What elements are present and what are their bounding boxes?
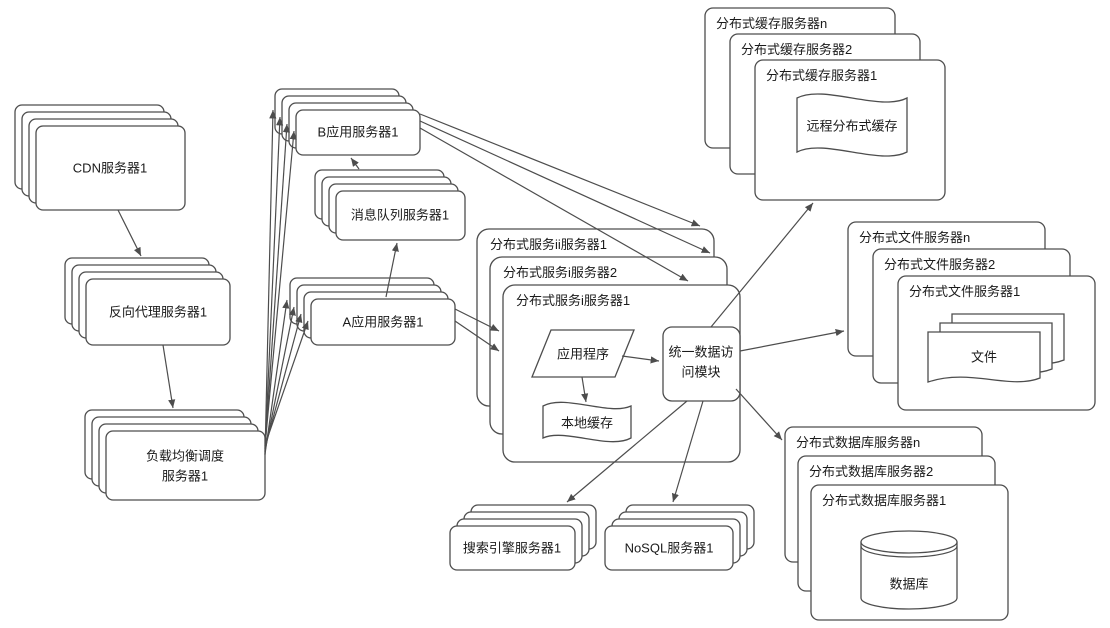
arrow-app-a-to-service [454,308,500,332]
message-queue-front-box [335,190,466,241]
cache-front-title: 分布式缓存服务器1 [766,68,877,83]
arrow-cdn-to-reverse-proxy [117,209,142,257]
arrow-app-b-to-service [419,113,701,227]
application-parallelogram [531,329,635,378]
database-cylinder-icon [860,542,958,610]
database-label: 数据库 [889,577,928,592]
local-cache-label: 本地缓存 [561,416,613,431]
reverse-proxy-stack: 反向代理服务器1 [64,257,231,346]
arrow-lb-to-app-b [264,130,297,447]
arrow-layer [117,109,845,503]
data-access-label-line2: 问模块 [681,365,720,380]
nosql-front-box [604,525,734,571]
cache-back2-title: 分布式缓存服务器n [716,16,827,31]
db-front-title: 分布式数据库服务器1 [822,493,946,508]
message-queue-label: 消息队列服务器1 [351,208,449,223]
cdn-front-box [35,125,186,211]
load-balancer-stack: 负载均衡调度 服务器1 [84,409,266,501]
app-server-b-stack: B应用服务器1 [274,88,421,156]
local-cache-shape [542,401,632,443]
arrow-lb-to-app-a [264,320,309,446]
db-back1-title: 分布式数据库服务器2 [809,464,933,479]
message-queue-stack: 消息队列服务器1 [314,169,466,241]
arrow-app-b-to-service [419,120,711,254]
database-cylinder-top [860,530,958,554]
arrow-data-access-to-file [739,329,845,352]
arrow-data-access-to-search [566,400,688,503]
app-server-b-label: B应用服务器1 [318,125,399,140]
distributed-cache-stack: 分布式缓存服务器n 分布式缓存服务器2 分布式缓存服务器1 远程分布式缓存 [704,7,946,201]
file-label: 文件 [971,350,997,365]
arrow-app-b-to-service [419,127,689,282]
load-balancer-label-line2: 服务器1 [162,469,208,484]
distributed-file-stack: 分布式文件服务器n 分布式文件服务器2 分布式文件服务器1 文件 [847,221,1096,411]
search-engine-front-box [449,525,576,571]
app-server-a-label: A应用服务器1 [343,315,424,330]
arrow-lb-to-app-b [264,123,291,450]
nosql-label: NoSQL服务器1 [625,541,714,556]
file-document-icon [927,331,1041,383]
arrow-data-access-to-db [735,388,783,441]
load-balancer-label-line1: 负载均衡调度 [146,449,224,464]
data-access-module-box [662,326,741,402]
remote-cache-label: 远程分布式缓存 [806,119,897,134]
file-front-title: 分布式文件服务器1 [909,284,1020,299]
data-access-label-line1: 统一数据访 [668,345,733,360]
file-back2-title: 分布式文件服务器n [859,230,970,245]
arrow-application-to-local-cache [581,376,589,403]
nosql-stack: NoSQL服务器1 [604,504,755,571]
app-server-a-front-box [310,298,456,346]
cdn-server-stack: CDN服务器1 [14,104,186,211]
file-back1-title: 分布式文件服务器2 [884,257,995,272]
service-back2-title: 分布式服务ii服务器1 [490,237,607,252]
cache-back1-title: 分布式缓存服务器2 [741,42,852,57]
distributed-service-stack: 分布式服务ii服务器1 分布式服务i服务器2 分布式服务i服务器1 应用程序 本… [476,228,741,463]
service-back1-title: 分布式服务i服务器2 [503,265,617,280]
distributed-db-stack: 分布式数据库服务器n 分布式数据库服务器2 分布式数据库服务器1 数据库 [784,426,1009,621]
app-server-a-stack: A应用服务器1 [289,277,456,346]
arrow-lb-to-app-b [264,116,284,453]
search-engine-stack: 搜索引擎服务器1 [449,504,597,571]
arrow-data-access-to-cache [710,202,814,328]
database-cylinder-ring [860,545,958,558]
arrow-lb-to-app-a [264,299,290,455]
arrow-lb-to-app-b [264,109,277,456]
db-back2-title: 分布式数据库服务器n [796,435,920,450]
arrow-lb-to-app-a [264,306,296,452]
arrow-application-to-data-access [621,355,660,364]
service-front-title: 分布式服务i服务器1 [516,293,630,308]
arrow-reverse-proxy-to-load-balancer [162,344,176,409]
reverse-proxy-front-box [85,278,231,346]
arrow-app-a-to-service [454,320,500,352]
remote-cache-shape [796,93,908,157]
arrow-lb-to-app-a [264,313,303,449]
arrow-message-queue-to-app-b [350,157,360,170]
search-engine-label: 搜索引擎服务器1 [463,541,561,556]
load-balancer-front-box [105,430,266,501]
arrow-data-access-to-nosql [671,400,704,503]
reverse-proxy-label: 反向代理服务器1 [109,305,207,320]
application-label: 应用程序 [557,347,609,362]
arrow-app-a-to-message-queue [385,242,399,298]
cdn-label: CDN服务器1 [73,161,147,176]
